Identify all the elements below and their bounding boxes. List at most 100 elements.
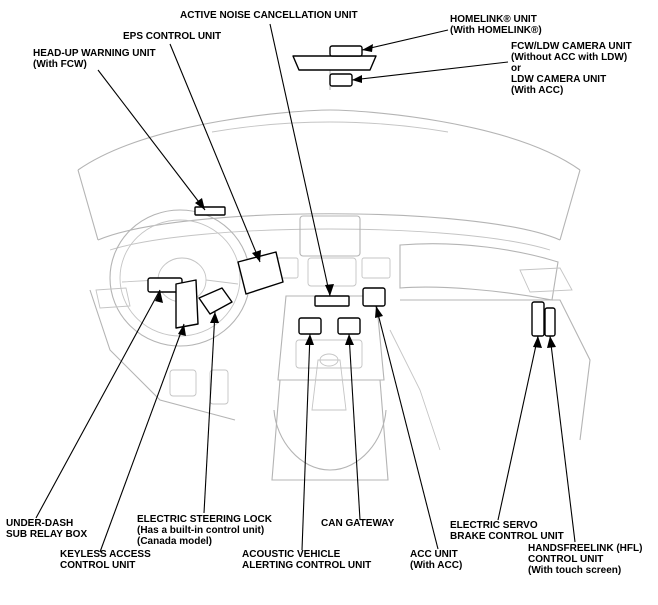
leader-active-noise [269,23,331,297]
center-console [271,379,389,481]
leader-acoustic [301,333,311,551]
label-keyless-access-control-unit: KEYLESS ACCESS CONTROL UNIT [60,549,151,571]
label-line: ALERTING CONTROL UNIT [242,560,372,571]
arrowhead-can-gateway [345,334,354,345]
passenger-footwell-edge [389,329,441,451]
label-line: (Has a built-in control unit) [137,525,265,536]
leader-keyless [99,323,185,553]
label-homelink-unit: HOMELINK® UNIT (With HOMELINK®) [450,14,542,36]
arrowhead-relay-box [155,290,163,303]
electric-servo-brake-part [531,301,545,337]
arrowhead-homelink [362,44,373,52]
arrowhead-hfl [547,336,556,348]
homelink-unit-top [329,45,363,57]
label-under-dash-sub-relay-box: UNDER-DASH SUB RELAY BOX [6,518,87,540]
label-line: ACC UNIT [410,549,458,560]
eps-control-unit-part [237,251,284,295]
arrowhead-active-noise [325,284,334,296]
label-acc-unit: ACC UNIT (With ACC) [410,549,462,571]
label-line: SUB RELAY BOX [6,529,88,540]
label-line: (Without ACC with LDW) [511,52,628,63]
dashboard-top [97,213,561,241]
climate-controls [295,339,363,369]
label-line: (With ACC) [410,560,463,571]
windshield-outline [77,109,581,171]
label-line: EPS CONTROL UNIT [123,31,222,42]
leader-servo-brake [497,335,539,521]
leader-arrowheads [155,44,556,348]
label-line: CONTROL UNIT [60,560,136,571]
label-line: LDW CAMERA UNIT [511,74,607,85]
brake-pedal [169,369,197,397]
acc-unit-part [362,287,386,307]
armrest [273,409,387,471]
label-line: (With FCW) [33,59,87,70]
leader-camera [351,61,509,81]
shift-knob [319,353,339,367]
can-gateway-part [337,317,361,335]
label-line: or [511,63,521,74]
label-line: CONTROL UNIT [528,554,604,565]
label-line: HOMELINK® UNIT [450,14,537,25]
arrowhead-acoustic [305,334,314,345]
label-handsfreelink-control-unit: HANDSFREELINK (HFL) CONTROL UNIT (With t… [528,543,642,576]
leader-homelink [361,29,449,51]
arrowhead-head-up [195,198,205,210]
handsfreelink-unit-part [544,307,556,337]
label-line: BRAKE CONTROL UNIT [450,531,564,542]
leader-relay-box [35,289,161,519]
label-line: UNDER-DASH [6,518,74,529]
arrowhead-keyless [178,324,186,336]
arrowhead-camera [352,75,362,83]
passenger-lower-dash [400,299,591,441]
label-acoustic-vehicle-alerting-control-unit: ACOUSTIC VEHICLE ALERTING CONTROL UNIT [242,549,371,571]
center-screen [307,257,357,287]
label-electric-steering-lock: ELECTRIC STEERING LOCK (Has a built-in c… [137,514,272,547]
center-display [299,215,361,257]
leader-lines [35,23,576,553]
leader-hfl [549,335,576,543]
homelink-unit-part [292,55,377,71]
passenger-side-vent [519,267,573,293]
label-line: (Canada model) [137,536,213,547]
label-line: FCW/LDW CAMERA UNIT [511,41,632,52]
arrowhead-servo-brake [533,336,542,348]
camera-unit-part [329,73,353,87]
right-center-vent [361,257,391,279]
label-line: ELECTRIC SERVO [450,520,538,531]
leader-can-gateway [348,333,361,521]
label-head-up-warning-unit: HEAD-UP WARNING UNIT (With FCW) [33,48,156,70]
keyless-access-unit-part [175,279,199,329]
arrowhead-eps [252,250,261,262]
label-line: (With ACC) [511,85,564,96]
accelerator-pedal [209,369,229,405]
a-pillar-outline [77,169,581,241]
label-electric-servo-brake-control-unit: ELECTRIC SERVO BRAKE CONTROL UNIT [450,520,564,542]
leader-head-up [97,69,206,211]
label-line: HANDSFREELINK (HFL) [528,543,643,554]
arrowhead-steering-lock [210,312,219,323]
driver-lower-dash [89,289,236,421]
label-fcw-ldw-camera-unit: FCW/LDW CAMERA UNIT (Without ACC with LD… [511,41,632,96]
label-line: ACTIVE NOISE CANCELLATION UNIT [180,10,358,21]
active-noise-cancellation-part [314,295,350,307]
dashboard-crease [109,228,551,251]
leader-eps [169,43,261,263]
label-line: KEYLESS ACCESS [60,549,151,560]
label-line: (With HOMELINK®) [450,25,542,36]
arrowhead-acc [375,306,383,318]
acoustic-vehicle-alerting-part [298,317,322,335]
label-eps-control-unit: EPS CONTROL UNIT [123,31,221,42]
shifter-base [311,359,347,411]
electric-steering-lock-part [198,287,233,315]
label-active-noise-cancellation: ACTIVE NOISE CANCELLATION UNIT [180,10,358,21]
leader-steering-lock [203,311,216,514]
driver-side-vent [95,287,131,309]
head-up-warning-unit-part [194,206,226,216]
label-line: ELECTRIC STEERING LOCK [137,514,273,525]
label-line: HEAD-UP WARNING UNIT [33,48,156,59]
label-line: CAN GATEWAY [321,518,395,529]
label-line: (With touch screen) [528,565,622,576]
